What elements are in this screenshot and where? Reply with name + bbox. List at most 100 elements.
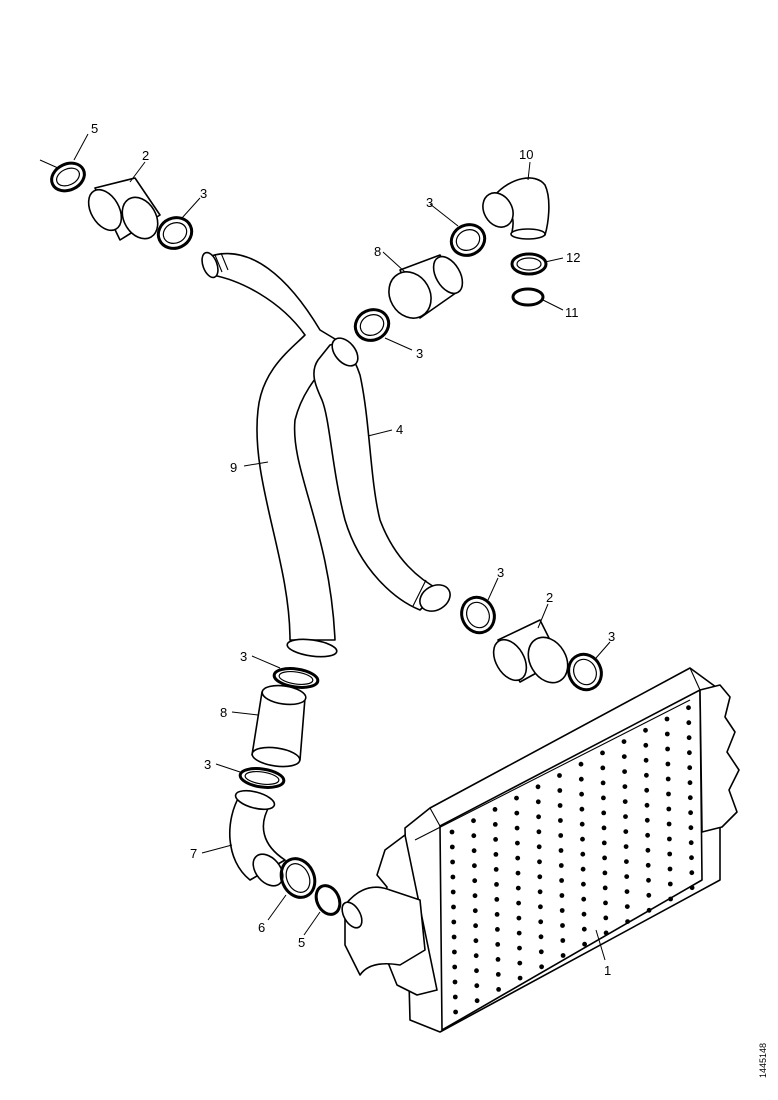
core-hole [686, 705, 691, 711]
core-hole [665, 746, 670, 752]
core-hole [665, 776, 671, 782]
core-hole [474, 968, 479, 974]
core-hole [578, 761, 584, 767]
core-hole [644, 802, 650, 808]
core-hole [687, 795, 693, 801]
core-hole [471, 818, 476, 824]
hose-9 [201, 251, 346, 658]
core-hole [686, 735, 692, 741]
core-hole [580, 836, 585, 842]
core-hole [623, 829, 629, 834]
callout-7: 7 [190, 846, 197, 861]
core-hole [492, 807, 498, 812]
sleeve-8-top [388, 254, 464, 319]
core-hole [452, 949, 457, 955]
core-hole [600, 750, 605, 756]
callout-4: 4 [396, 422, 403, 437]
core-hole [494, 897, 500, 902]
core-hole [581, 896, 587, 902]
core-hole [495, 927, 500, 932]
core-hole [450, 859, 455, 865]
core-hole [666, 791, 671, 797]
core-hole [644, 772, 649, 778]
callout-10: 10 [519, 147, 533, 162]
callout-12: 12 [566, 250, 580, 265]
hose-7 [228, 789, 286, 887]
core-hole [644, 817, 650, 823]
core-hole [603, 915, 609, 921]
sleeve-2-top [87, 177, 161, 241]
core-hole [600, 765, 606, 771]
core-hole [538, 919, 544, 925]
core-hole [559, 893, 565, 898]
core-hole [516, 915, 522, 921]
core-hole [495, 942, 501, 947]
core-hole [687, 765, 693, 771]
core-hole [535, 784, 541, 790]
core-hole [688, 825, 694, 831]
core-hole [687, 750, 692, 756]
core-hole [558, 833, 564, 838]
callout-3-top-left: 3 [200, 186, 207, 201]
core-hole [664, 731, 670, 737]
core-hole [452, 979, 458, 985]
core-hole [494, 912, 500, 917]
core-hole [559, 878, 564, 883]
core-hole [560, 923, 565, 928]
core-hole [624, 889, 630, 894]
core-hole [558, 848, 564, 853]
core-hole [449, 844, 455, 850]
core-hole [646, 907, 652, 913]
core-hole [579, 806, 585, 812]
core-hole [622, 769, 627, 774]
core-hole [601, 825, 607, 831]
core-hole [578, 776, 584, 782]
core-hole [644, 787, 650, 793]
core-hole [622, 799, 628, 804]
core-hole [453, 1009, 458, 1015]
core-hole [581, 911, 587, 917]
core-hole [625, 919, 630, 924]
core-hole [538, 949, 544, 955]
core-hole [668, 896, 673, 902]
core-hole [646, 877, 651, 883]
elbow-10 [482, 177, 550, 240]
callout-5-top: 5 [91, 121, 98, 136]
core-hole [451, 919, 457, 925]
core-hole [471, 833, 477, 839]
core-hole [494, 882, 499, 887]
core-hole [517, 960, 523, 966]
core-hole [579, 791, 584, 797]
core-hole [688, 810, 693, 816]
core-hole [473, 923, 478, 929]
core-hole [621, 739, 627, 744]
callout-3-left-a: 3 [240, 649, 247, 664]
core-hole [472, 863, 477, 869]
core-hole [514, 810, 520, 816]
core-hole [666, 821, 672, 827]
core-hole [601, 795, 606, 801]
core-hole [686, 720, 692, 726]
core-hole [517, 975, 523, 981]
callout-11: 11 [565, 305, 579, 320]
core-hole [666, 806, 672, 812]
core-hole [450, 874, 456, 880]
core-hole [452, 964, 458, 970]
core-hole [514, 795, 519, 801]
sleeve-8-left [251, 684, 307, 768]
leader-lines [39, 133, 611, 961]
callout-8-top: 8 [374, 244, 381, 259]
core-hole [603, 900, 608, 906]
core-hole [667, 881, 673, 887]
core-hole [472, 878, 478, 884]
core-hole [515, 840, 520, 846]
core-hole [514, 825, 520, 831]
core-hole [536, 829, 542, 835]
callout-3-right-a: 3 [497, 565, 504, 580]
core-hole [581, 881, 586, 887]
core-hole [495, 957, 501, 962]
callout-8-left: 8 [220, 705, 227, 720]
hose-4 [313, 337, 451, 612]
core-hole [580, 866, 586, 872]
